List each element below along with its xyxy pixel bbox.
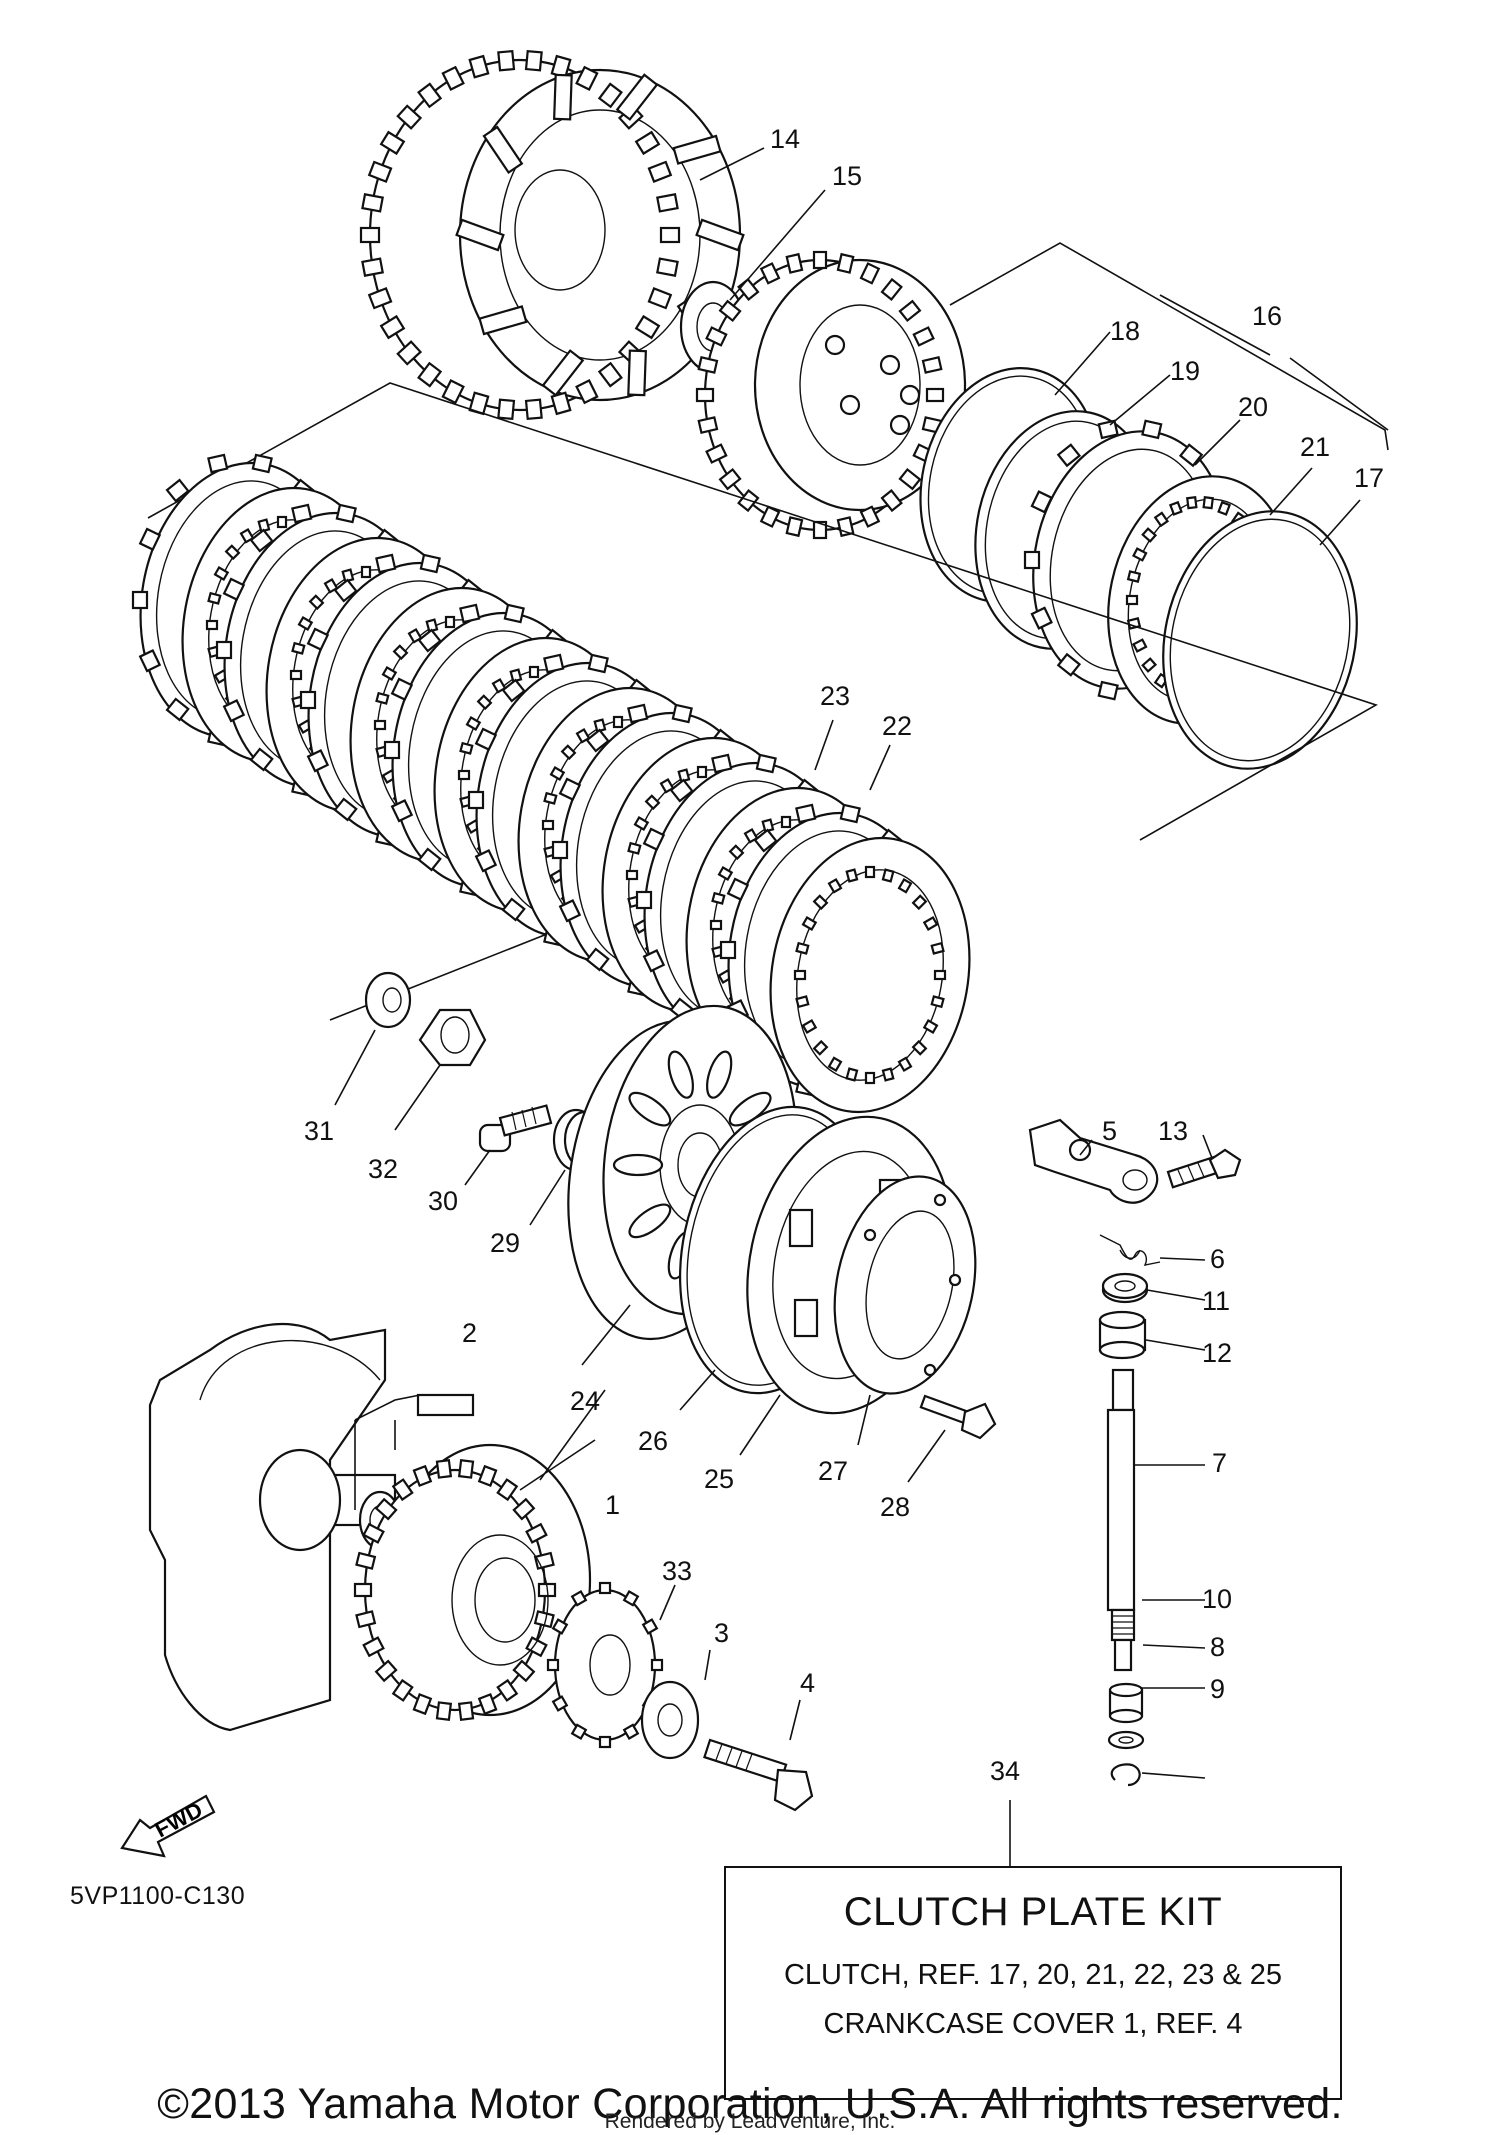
svg-text:FWD: FWD [151,1797,207,1843]
callout-11: 11 [1202,1286,1230,1316]
washer-3 [640,1680,700,1760]
bolt-13 [1166,1148,1242,1189]
callout-26: 26 [638,1426,668,1456]
callout-19: 19 [1170,356,1200,386]
bolt-28 [919,1394,997,1440]
forward-arrow-icon: FWD [120,1794,216,1858]
lock-washer-33 [546,1581,664,1749]
circlip-9 [1110,1763,1141,1787]
washer-8 [1107,1730,1145,1750]
spring-6 [1099,1234,1161,1266]
callout-5: 5 [1102,1116,1117,1146]
callout-numbers: 14 15 16 18 19 20 21 17 23 22 31 32 30 2… [304,124,1384,1786]
callout-9: 9 [1210,1674,1225,1704]
callout-13: 13 [1158,1116,1188,1146]
callout-3: 3 [714,1618,729,1648]
callout-18: 18 [1110,316,1140,346]
callout-4: 4 [800,1668,815,1698]
callout-21: 21 [1300,432,1330,462]
group-bracket-16 [949,242,1389,451]
wire-ring-17 [1162,510,1358,770]
oil-seal-11 [1101,1272,1149,1304]
kit-crankcase-refs: CRANKCASE COVER 1, REF. 4 [823,2008,1243,2040]
retainer-plate-27 [833,1175,977,1395]
crankcase-section [148,1322,402,1732]
clutch-plate [769,836,971,1114]
clutch-housing [359,49,745,421]
callout-23: 23 [820,681,850,711]
callout-28: 28 [880,1492,910,1522]
callout-22: 22 [882,711,912,741]
callout-7: 7 [1212,1448,1227,1478]
callout-27: 27 [818,1456,848,1486]
clutch-plate-kit-box: CLUTCH PLATE KIT CLUTCH, REF. 17, 20, 21… [724,1866,1342,2100]
callout-32: 32 [368,1154,398,1184]
kit-clutch-refs: CLUTCH, REF. 17, 20, 21, 22, 23 & 25 [783,1959,1283,1991]
push-rod-30 [478,1104,553,1153]
callout-30: 30 [428,1186,458,1216]
callout-25: 25 [704,1464,734,1494]
callout-24: 24 [570,1386,600,1416]
callout-1: 1 [605,1490,620,1520]
callout-31: 31 [304,1116,334,1146]
callout-14: 14 [770,124,800,154]
callout-12: 12 [1202,1338,1232,1368]
bearing-10 [1108,1682,1144,1724]
clutch-plate-stack [131,453,971,1114]
washer-31 [364,971,412,1029]
kit-title: CLUTCH PLATE KIT [843,1890,1223,1934]
bolt-4 [703,1738,814,1812]
primary-driven-gear-1 [353,1443,592,1721]
callout-10: 10 [1202,1584,1232,1614]
callout-29: 29 [490,1228,520,1258]
callout-34: 34 [990,1756,1020,1786]
push-lever-shaft-7 [1106,1368,1136,1672]
callout-6: 6 [1210,1244,1225,1274]
clutch-boss [695,250,967,540]
key-2 [354,1393,475,1421]
copyright-notice: ©2013 Yamaha Motor Corporation, U.S.A. A… [157,2080,1343,2128]
callout-8: 8 [1210,1632,1225,1662]
push-lever-5 [1028,1118,1159,1204]
callout-2: 2 [462,1318,477,1348]
callout-20: 20 [1238,392,1268,422]
callout-33: 33 [662,1556,692,1586]
nut-32 [418,1008,487,1067]
diagram-code: 5VP1100-C130 [70,1882,246,1910]
callout-leaders [334,147,1361,1866]
callout-17: 17 [1354,463,1384,493]
bearing-12 [1098,1310,1147,1360]
rendered-by-watermark: Rendered by LeadVenture, Inc. [604,2110,896,2133]
plate-stack-bracket [147,382,1378,841]
callout-15: 15 [832,161,862,191]
callout-16: 16 [1252,301,1282,331]
